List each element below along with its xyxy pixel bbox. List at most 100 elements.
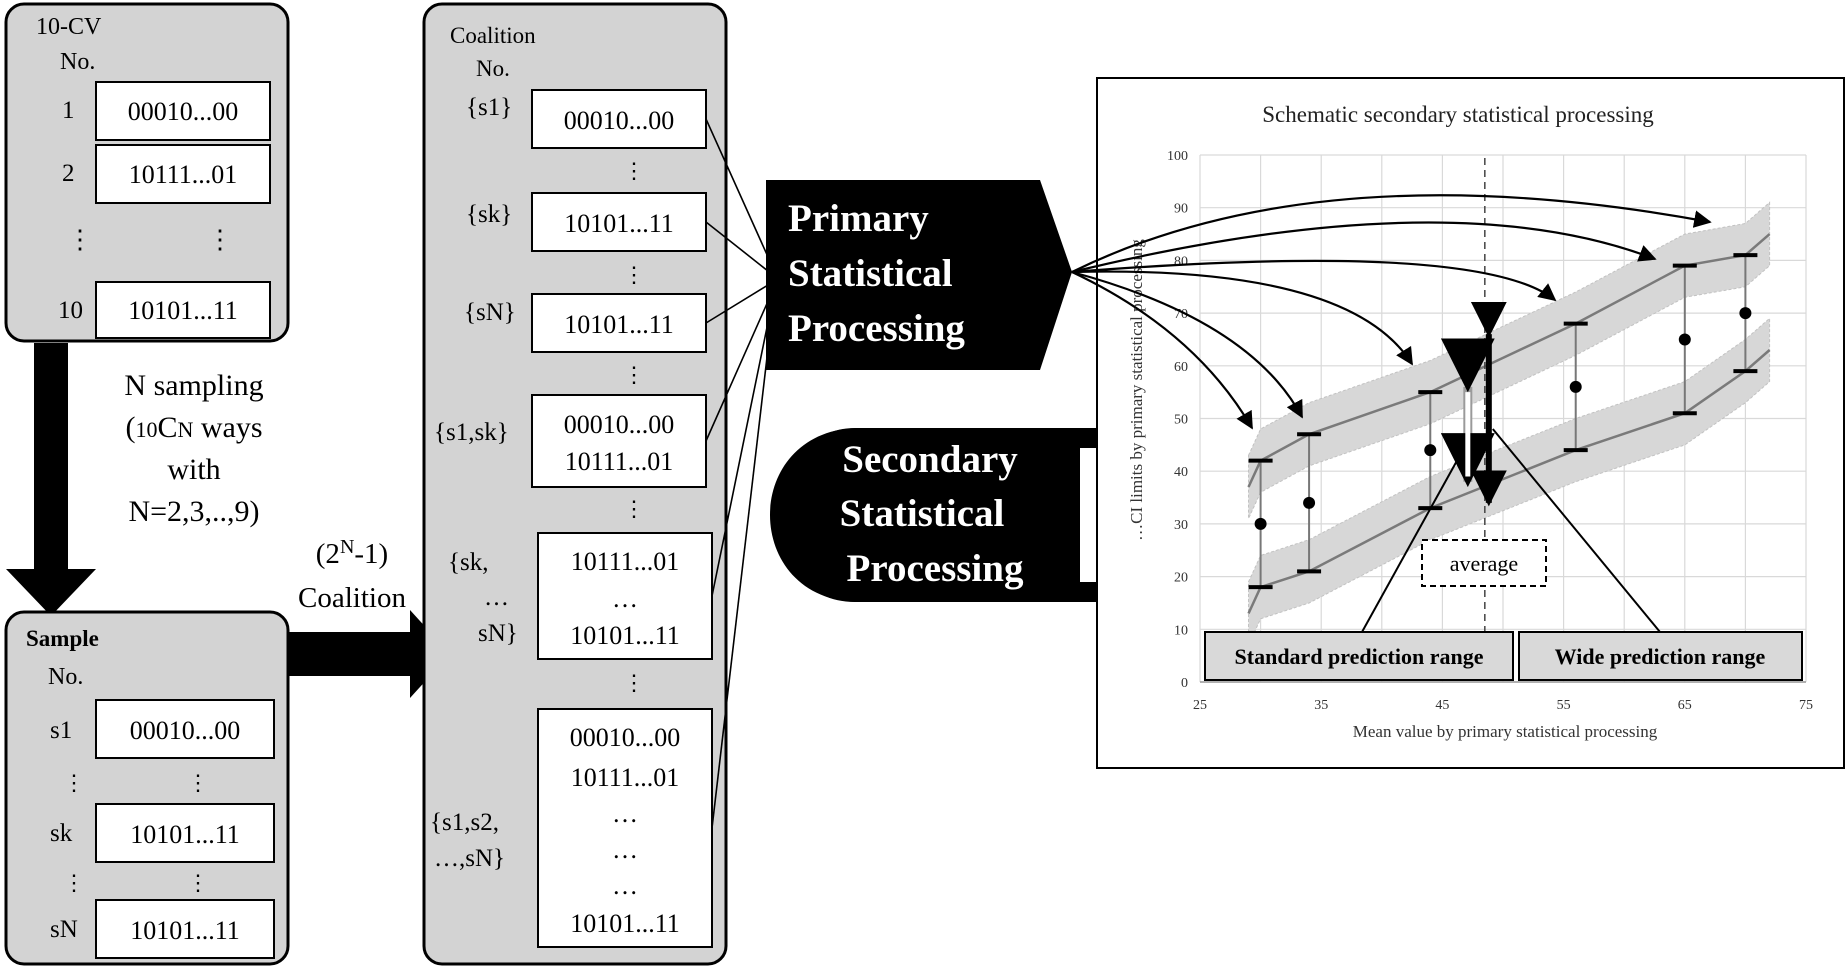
- y-tick-label: 40: [1174, 465, 1188, 480]
- coalition-label: {s1,s2,: [430, 809, 499, 836]
- cv-row-box: [95, 281, 271, 339]
- x-tick-label: 65: [1678, 698, 1692, 713]
- coalition-code: …: [612, 584, 638, 613]
- coalition-code: 10101...11: [570, 909, 680, 938]
- cv-row-no: 2: [62, 160, 75, 187]
- sampling-line-3: with: [167, 453, 220, 486]
- coalition-code: …: [612, 871, 638, 900]
- coalition-connectors: [705, 118, 774, 829]
- cv-row-code: 10101...11: [128, 296, 238, 325]
- sample-row-box: [95, 899, 275, 959]
- coalition-box: [531, 89, 707, 149]
- coalition-panel-no-label: No.: [476, 56, 510, 81]
- primary-label-line: Primary: [788, 197, 929, 240]
- coalition-box: [531, 293, 707, 353]
- secondary-label-line: Secondary: [842, 438, 1018, 481]
- coalition-panel: Coalition No. {s1} 00010...00 ⋮ {sk} 101…: [422, 2, 728, 966]
- cv-row-no: 10: [58, 297, 83, 324]
- y-tick-label: 80: [1174, 254, 1188, 269]
- coalition-code: 10101...11: [564, 209, 674, 238]
- cv-row-code: 00010...00: [128, 97, 239, 126]
- coalition-ellipsis: ⋮: [623, 158, 645, 183]
- y-axis-label: …CI limits by primary statistical proces…: [1127, 239, 1146, 541]
- sample-row-no: sk: [50, 820, 73, 847]
- coalition-ellipsis: ⋮: [623, 362, 645, 387]
- coalition-label: {s1}: [466, 94, 512, 121]
- sample-panel-no-label: No.: [48, 664, 83, 690]
- y-tick-label: 20: [1174, 571, 1188, 586]
- secondary-label-line: Statistical: [840, 492, 1005, 535]
- x-tick-label: 75: [1799, 698, 1813, 713]
- primary-to-chart-arrow: [1071, 194, 1712, 273]
- x-tick-label: 55: [1557, 698, 1571, 713]
- sample-ellipsis: ⋮: [187, 870, 209, 895]
- primary-to-chart-arrow: [1071, 259, 1557, 302]
- cv-row-code: 10111...01: [129, 160, 238, 189]
- sample-row-box: [95, 803, 275, 863]
- cv-row-no: 1: [62, 97, 75, 124]
- standard-range-box: [1204, 631, 1514, 681]
- sample-ellipsis: ⋮: [187, 770, 209, 795]
- cv-ellipsis: ⋮: [67, 225, 93, 254]
- cv-panel-no-label: No.: [60, 49, 95, 75]
- secondary-label-line: Processing: [847, 547, 1024, 590]
- sample-panel: Sample No. s1 00010...00 ⋮ ⋮ sk 10101...…: [4, 610, 290, 966]
- upper-prediction-band: [1248, 201, 1771, 519]
- mean-point: [1254, 517, 1267, 530]
- secondary-processing-chart: Schematic secondary statistical processi…: [1071, 77, 1845, 769]
- coalition-panel-title: Coalition: [450, 23, 536, 48]
- mean-point: [1569, 380, 1582, 393]
- x-tick-label: 25: [1193, 698, 1207, 713]
- coalition-ellipsis: ⋮: [623, 262, 645, 287]
- cv-panel: 10-CV No. 1 00010...00 2 10111...01 ⋮ ⋮ …: [4, 2, 290, 343]
- coalition-label: {sk}: [466, 201, 512, 228]
- coalition-code: 10111...01: [571, 763, 680, 792]
- mean-point: [1424, 444, 1437, 457]
- coalition-ellipsis: ⋮: [623, 496, 645, 521]
- primary-label-line: Processing: [788, 307, 965, 350]
- sampling-line-1: N sampling: [124, 369, 263, 402]
- y-tick-label: 100: [1167, 149, 1188, 164]
- primary-processing-box: Primary Statistical Processing: [766, 180, 1072, 370]
- svg-text:(2N-1): (2N-1): [316, 536, 388, 570]
- y-tick-label: 30: [1174, 518, 1188, 533]
- y-tick-label: 10: [1174, 623, 1188, 638]
- coalition-ellipsis: ⋮: [623, 670, 645, 695]
- x-tick-label: 35: [1314, 698, 1328, 713]
- sample-to-coalition-arrow: [288, 610, 450, 698]
- coalition-code: …: [612, 799, 638, 828]
- average-annotation-label: average: [1450, 551, 1518, 576]
- coalition-code: 10101...11: [564, 310, 674, 339]
- cv-row-box: [95, 81, 271, 141]
- sample-row-code: 10101...11: [130, 820, 240, 849]
- cv-ellipsis: ⋮: [207, 225, 233, 254]
- coalition-label: …: [484, 584, 509, 611]
- standard-range-label: Standard prediction range: [1235, 644, 1484, 669]
- x-axis-label: Mean value by primary statistical proces…: [1353, 722, 1658, 741]
- coalition-label: {sN}: [464, 299, 516, 326]
- coalition-code: 10111...01: [565, 447, 674, 476]
- coalition-code: 10111...01: [571, 547, 680, 576]
- wide-range-box: [1518, 631, 1803, 681]
- sample-row-no: s1: [50, 717, 72, 744]
- svg-text:Coalition: Coalition: [298, 582, 406, 614]
- sample-row-box: [95, 699, 275, 759]
- sampling-label: N sampling (10CN ways with N=2,3,..,9): [124, 369, 263, 528]
- cv-panel-title: 10-CV: [36, 14, 102, 40]
- coalition-code: 00010...00: [564, 410, 675, 439]
- primary-to-chart-arrow: [1071, 271, 1253, 430]
- coalition-box: [537, 532, 713, 660]
- mean-point: [1678, 333, 1691, 346]
- standard-pointer-line: [1361, 449, 1464, 633]
- y-tick-label: 90: [1174, 202, 1188, 217]
- coalition-box: [537, 708, 713, 948]
- coalition-code: 10101...11: [570, 621, 680, 650]
- sample-row-no: sN: [50, 916, 78, 943]
- primary-to-chart-arrow: [1071, 270, 1303, 419]
- down-arrow: [6, 343, 96, 616]
- sample-ellipsis: ⋮: [63, 870, 85, 895]
- sampling-line-4: N=2,3,..,9): [128, 495, 259, 528]
- primary-to-chart-arrow: [1071, 270, 1413, 366]
- sample-panel-title: Sample: [26, 626, 99, 651]
